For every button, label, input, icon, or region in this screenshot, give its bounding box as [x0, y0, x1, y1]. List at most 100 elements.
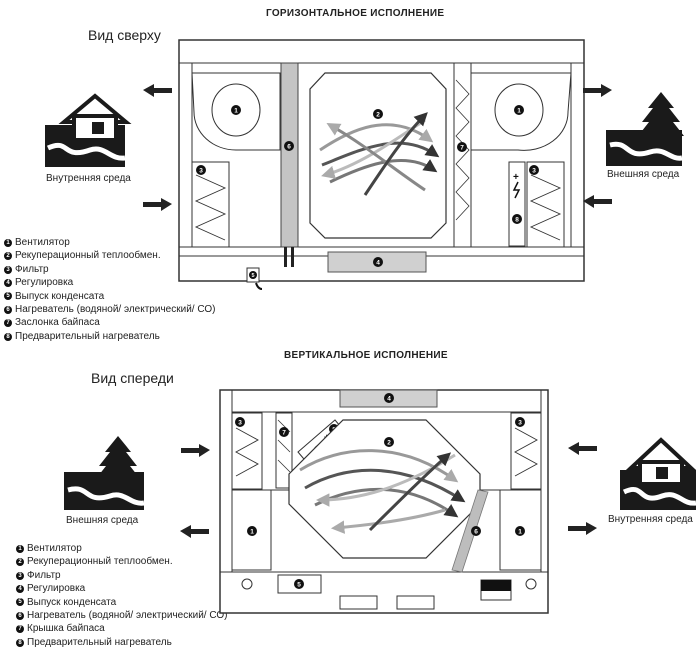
- number-marker: 4: [16, 584, 24, 593]
- number-marker: 2: [4, 252, 12, 261]
- svg-text:2: 2: [387, 440, 391, 447]
- control-panel: 4: [327, 251, 427, 273]
- svg-text:5: 5: [297, 582, 301, 589]
- svg-text:4: 4: [387, 396, 391, 403]
- top-right-env-label: Внешняя среда: [607, 169, 680, 180]
- duct-port: [339, 595, 378, 610]
- arrow-icon: [143, 198, 172, 211]
- svg-text:7: 7: [282, 430, 286, 437]
- number-marker: 7: [4, 319, 12, 328]
- filter-right: 3: [510, 412, 542, 490]
- condensate-drain: 5: [277, 574, 322, 594]
- svg-text:8: 8: [515, 217, 519, 224]
- heater: 6: [451, 489, 489, 573]
- heat-exchanger: 2: [288, 419, 481, 559]
- horizontal-unit: 1 1 6 2: [45, 39, 684, 290]
- svg-text:1: 1: [234, 108, 238, 115]
- heat-exchanger: 2: [309, 72, 447, 239]
- svg-text:1: 1: [517, 108, 521, 115]
- house-icon: [45, 93, 132, 167]
- svg-text:3: 3: [199, 168, 203, 175]
- duct-port: [396, 595, 435, 610]
- svg-text:+: +: [513, 172, 519, 183]
- arrow-icon: [583, 84, 612, 97]
- tree-icon: [606, 92, 684, 166]
- bypass-cover: 7: [275, 412, 293, 489]
- top-left-env-label: Внутренняя среда: [46, 173, 131, 184]
- legend-text: Заслонка байпаса: [15, 317, 100, 329]
- heater: 6: [280, 62, 299, 267]
- legend-text: Фильтр: [15, 263, 49, 275]
- top-view-label: Вид сверху: [88, 27, 161, 43]
- legend-text: Выпуск конденсата: [15, 290, 105, 302]
- filter-right: 3: [526, 161, 565, 248]
- number-marker: 7: [16, 625, 24, 634]
- condensate-drain: 5: [246, 267, 263, 290]
- bypass-damper: 7: [453, 62, 472, 248]
- arrow-icon: [568, 522, 597, 535]
- number-marker: 1: [16, 544, 24, 553]
- legend-text: Регулировка: [15, 277, 74, 289]
- fan-right: 1: [470, 72, 572, 151]
- number-marker: 8: [16, 638, 24, 647]
- legend-text: Нагреватель (водяной/ электрический/ СО): [27, 610, 228, 622]
- legend-text: Рекуперационный теплообмен.: [15, 250, 161, 262]
- svg-text:6: 6: [287, 144, 291, 151]
- legend-text: Фильтр: [27, 569, 61, 581]
- svg-text:4: 4: [376, 260, 380, 267]
- number-marker: 6: [16, 611, 24, 620]
- legend-text: Нагреватель (водяной/ электрический/ СО): [15, 304, 216, 316]
- number-marker: 3: [4, 265, 12, 274]
- legend-text: Рекуперационный теплообмен.: [27, 556, 173, 568]
- legend-text: Вентилятор: [27, 543, 82, 554]
- svg-text:7: 7: [460, 145, 464, 152]
- svg-text:1: 1: [250, 529, 254, 536]
- fan-left: 1: [231, 489, 272, 571]
- arrow-icon: [181, 444, 210, 457]
- legend-text: Регулировка: [27, 583, 86, 595]
- legend-text: Выпуск конденсата: [27, 596, 117, 608]
- tree-icon: [64, 436, 145, 510]
- vertical-unit: 4 3 3 7 + 8: [64, 389, 697, 614]
- arrow-icon: [180, 525, 209, 538]
- svg-text:2: 2: [376, 112, 380, 119]
- horizontal-title: ГОРИЗОНТАЛЬНОЕ ИСПОЛНЕНИЕ: [266, 8, 445, 19]
- svg-text:3: 3: [532, 168, 536, 175]
- svg-text:3: 3: [238, 420, 242, 427]
- number-marker: 4: [4, 278, 12, 287]
- front-view-label: Вид спереди: [91, 370, 174, 386]
- number-marker: 8: [4, 332, 12, 341]
- port-circle: [241, 578, 253, 590]
- house-icon: [620, 437, 697, 510]
- fan-left: 1: [191, 72, 281, 151]
- vertical-title: ВЕРТИКАЛЬНОЕ ИСПОЛНЕНИЕ: [284, 350, 448, 361]
- filter-left: 3: [231, 412, 263, 490]
- svg-text:3: 3: [518, 420, 522, 427]
- preheater: + 8: [508, 161, 526, 247]
- legend-text: Предварительный нагреватель: [27, 636, 172, 648]
- fan-marker: [231, 105, 241, 115]
- port-circle: [525, 578, 537, 590]
- number-marker: 3: [16, 571, 24, 580]
- legend-text: Вентилятор: [15, 237, 70, 248]
- arrow-icon: [143, 84, 172, 97]
- number-marker: 1: [4, 238, 12, 247]
- svg-text:6: 6: [474, 529, 478, 536]
